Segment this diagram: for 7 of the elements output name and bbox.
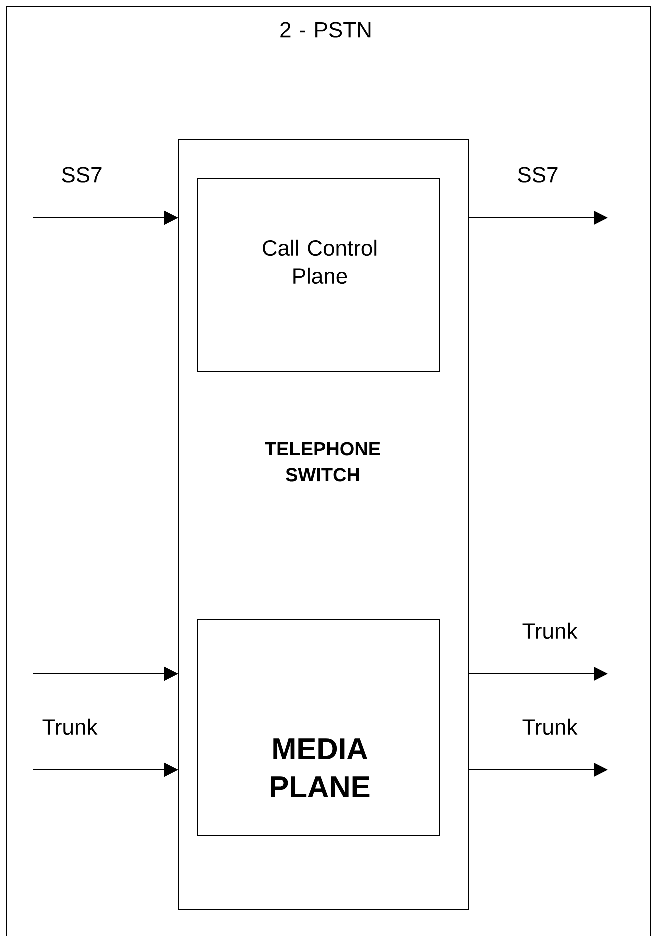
- edge-label: Trunk: [41, 718, 99, 736]
- edge-label: Trunk: [521, 622, 579, 640]
- edge-label: SS7: [60, 166, 104, 184]
- plane-box: MEDIA PLANE: [198, 620, 440, 836]
- edge-label: SS7: [516, 166, 560, 184]
- edge-label: Trunk: [521, 718, 579, 736]
- plane-box: Call Control Plane: [198, 178, 440, 372]
